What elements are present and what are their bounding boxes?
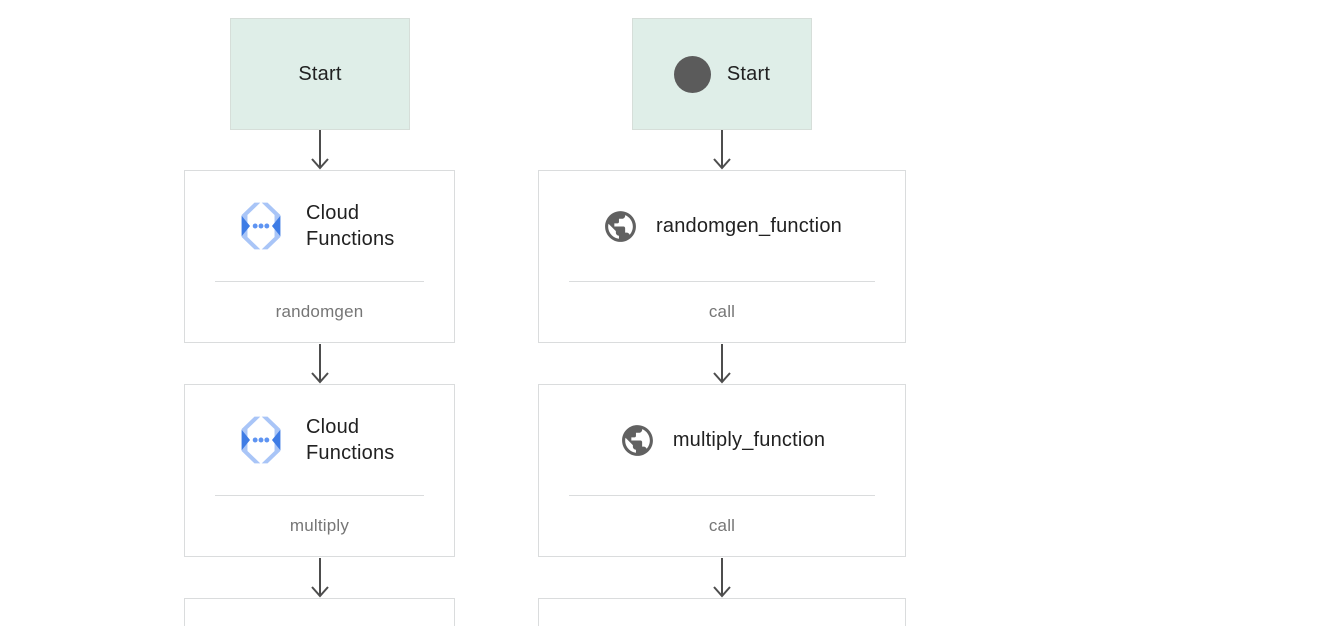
step-node-multiply[interactable]: Cloud Functions multiply	[184, 384, 455, 557]
node-footer: multiply	[185, 496, 454, 556]
arrow-down-icon	[311, 558, 329, 598]
node-title: randomgen_function	[656, 215, 842, 237]
step-name: call	[708, 516, 736, 535]
next-step-node-partial[interactable]	[184, 598, 455, 626]
node-footer: call	[539, 282, 905, 342]
node-divider	[569, 281, 875, 282]
start-label: Start	[298, 62, 342, 85]
node-divider	[569, 495, 875, 496]
node-footer: randomgen	[185, 282, 454, 342]
cloud-functions-icon	[241, 202, 281, 250]
node-title: Cloud Functions	[306, 202, 395, 250]
call-node-multiply-function[interactable]: multiply_function call	[538, 384, 906, 557]
node-title: multiply_function	[672, 429, 826, 451]
arrow-down-icon	[713, 558, 731, 598]
node-divider	[215, 281, 424, 282]
step-name: multiply	[289, 516, 350, 535]
node-footer: call	[539, 496, 905, 556]
start-label: Start	[726, 62, 771, 85]
globe-icon	[605, 210, 636, 242]
start-node-right[interactable]: Start	[632, 18, 812, 130]
node-header: randomgen_function	[539, 171, 905, 281]
call-node-randomgen-function[interactable]: randomgen_function call	[538, 170, 906, 343]
arrow-down-icon	[713, 344, 731, 384]
node-divider	[215, 495, 424, 496]
arrow-down-icon	[311, 130, 329, 170]
start-node-left[interactable]: Start	[230, 18, 410, 130]
node-title: Cloud Functions	[306, 416, 395, 464]
filled-circle-icon	[673, 55, 711, 93]
next-call-node-partial[interactable]	[538, 598, 906, 626]
arrow-down-icon	[713, 130, 731, 170]
step-node-randomgen[interactable]: Cloud Functions randomgen	[184, 170, 455, 343]
globe-icon	[621, 424, 653, 456]
cloud-functions-icon	[241, 416, 281, 464]
step-name: randomgen	[275, 302, 364, 321]
step-name: call	[708, 302, 736, 321]
node-header: multiply_function	[539, 385, 905, 495]
arrow-down-icon	[311, 344, 329, 384]
node-header: Cloud Functions	[185, 385, 454, 495]
node-header: Cloud Functions	[185, 171, 454, 281]
